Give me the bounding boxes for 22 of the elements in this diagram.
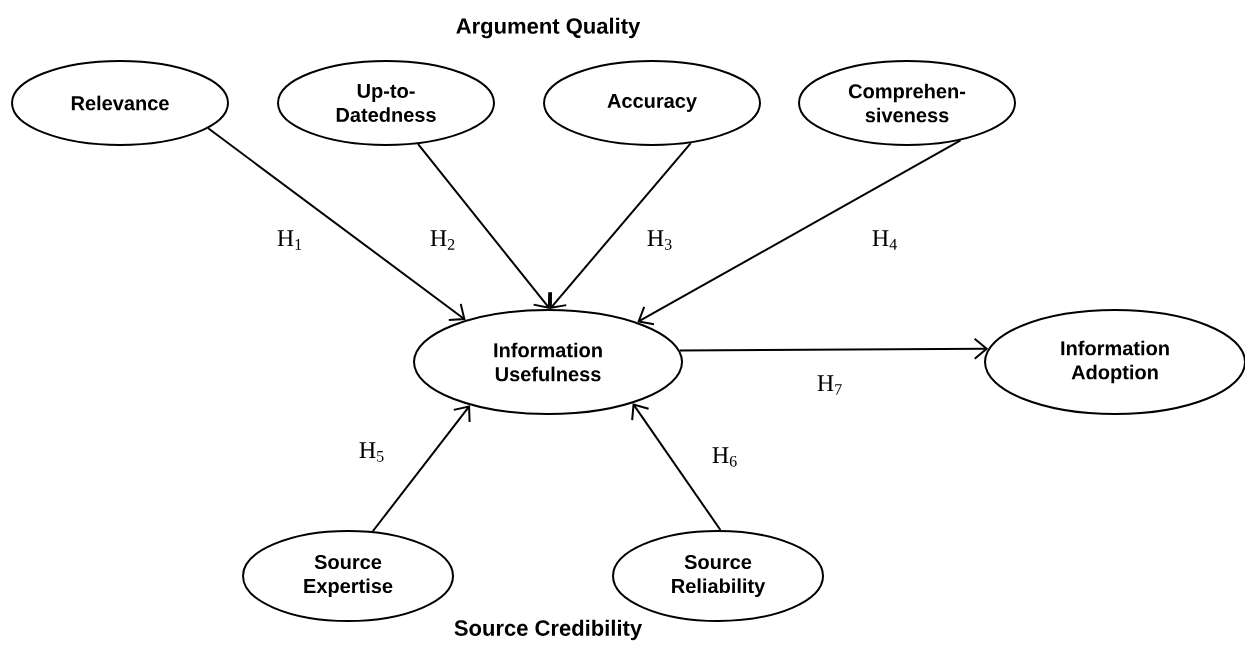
edge-label: H$_{1}$ (274, 228, 306, 252)
edge-label: H$_{5}$ (356, 440, 388, 464)
edge-label: H$_{7}$ (814, 373, 846, 397)
ellipse-node: Accuracy (543, 60, 761, 146)
group-title: Source Credibility (454, 619, 642, 641)
edge-label: H$_{4}$ (869, 228, 901, 252)
ellipse-node: Comprehen- siveness (798, 60, 1016, 146)
arrow (549, 142, 692, 309)
arrow (371, 405, 471, 533)
edge-label: H$_{3}$ (644, 228, 676, 252)
ellipse-node: Information Usefulness (413, 309, 683, 415)
arrow (207, 127, 466, 321)
arrow (417, 143, 551, 309)
ellipse-node: Source Expertise (242, 530, 454, 622)
arrow (637, 139, 962, 326)
edge-label: H$_{2}$ (427, 228, 459, 252)
arrow (678, 337, 989, 360)
edge-label: H$_{6}$ (709, 445, 741, 469)
ellipse-node: Relevance (11, 60, 229, 146)
arrow (631, 403, 722, 531)
group-title: Argument Quality (456, 17, 641, 39)
ellipse-node: Up-to- Datedness (277, 60, 495, 146)
